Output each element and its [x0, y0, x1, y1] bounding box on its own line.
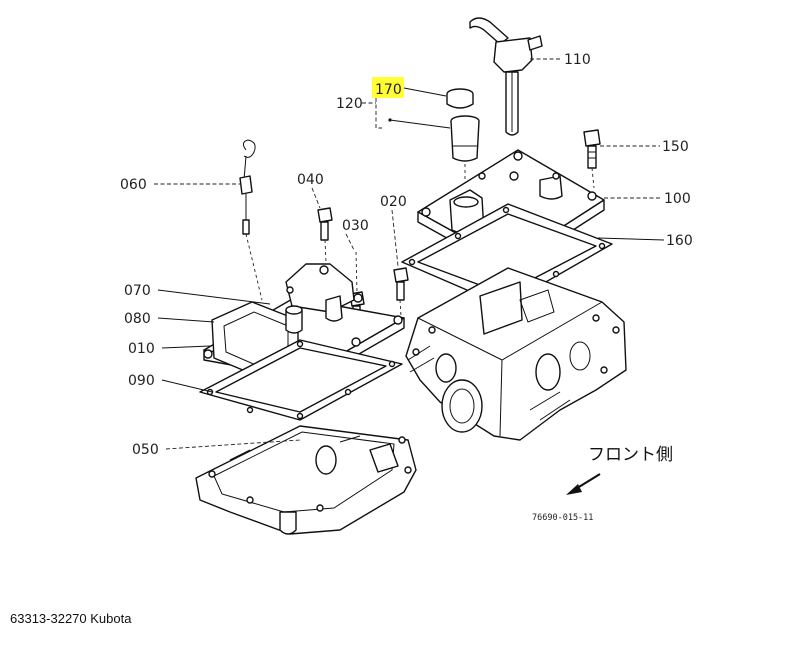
drawing-number: 76690-015-11 — [532, 513, 593, 523]
callout-050: 050 — [132, 442, 159, 458]
callout-100: 100 — [664, 191, 691, 207]
callout-080: 080 — [124, 311, 151, 327]
callout-040: 040 — [297, 172, 324, 188]
highlight-170 — [372, 77, 404, 98]
part-number-caption: 63313-32270 Kubota — [10, 611, 132, 626]
callout-160: 160 — [666, 233, 693, 249]
callout-090: 090 — [128, 373, 155, 389]
part-040-bolt — [317, 207, 333, 263]
front-side-label: フロント側 — [588, 445, 673, 465]
callout-010: 010 — [128, 341, 155, 357]
part-170-cap — [446, 88, 474, 109]
rear-transmission-case — [405, 267, 627, 441]
part-020-bolt — [393, 267, 409, 317]
callout-030: 030 — [342, 218, 369, 234]
part-090-gasket — [199, 339, 403, 421]
front-direction-arrow-icon — [566, 473, 601, 495]
callout-150: 150 — [662, 139, 689, 155]
callout-020: 020 — [380, 194, 407, 210]
exploded-parts-diagram: 110 170 120 150 100 160 060 040 030 020 … — [120, 17, 693, 535]
callout-120: 120 — [336, 96, 363, 112]
callout-170: 170 — [375, 82, 402, 98]
part-150-bolt — [583, 129, 601, 189]
front-transmission-case — [195, 425, 417, 535]
callout-110: 110 — [564, 52, 591, 68]
part-120-cup — [450, 115, 480, 190]
part-060-dipstick — [239, 139, 263, 301]
callout-060: 060 — [120, 177, 147, 193]
leader-lines — [154, 58, 665, 450]
callout-070: 070 — [124, 283, 151, 299]
part-110-filler-tube — [469, 17, 543, 136]
